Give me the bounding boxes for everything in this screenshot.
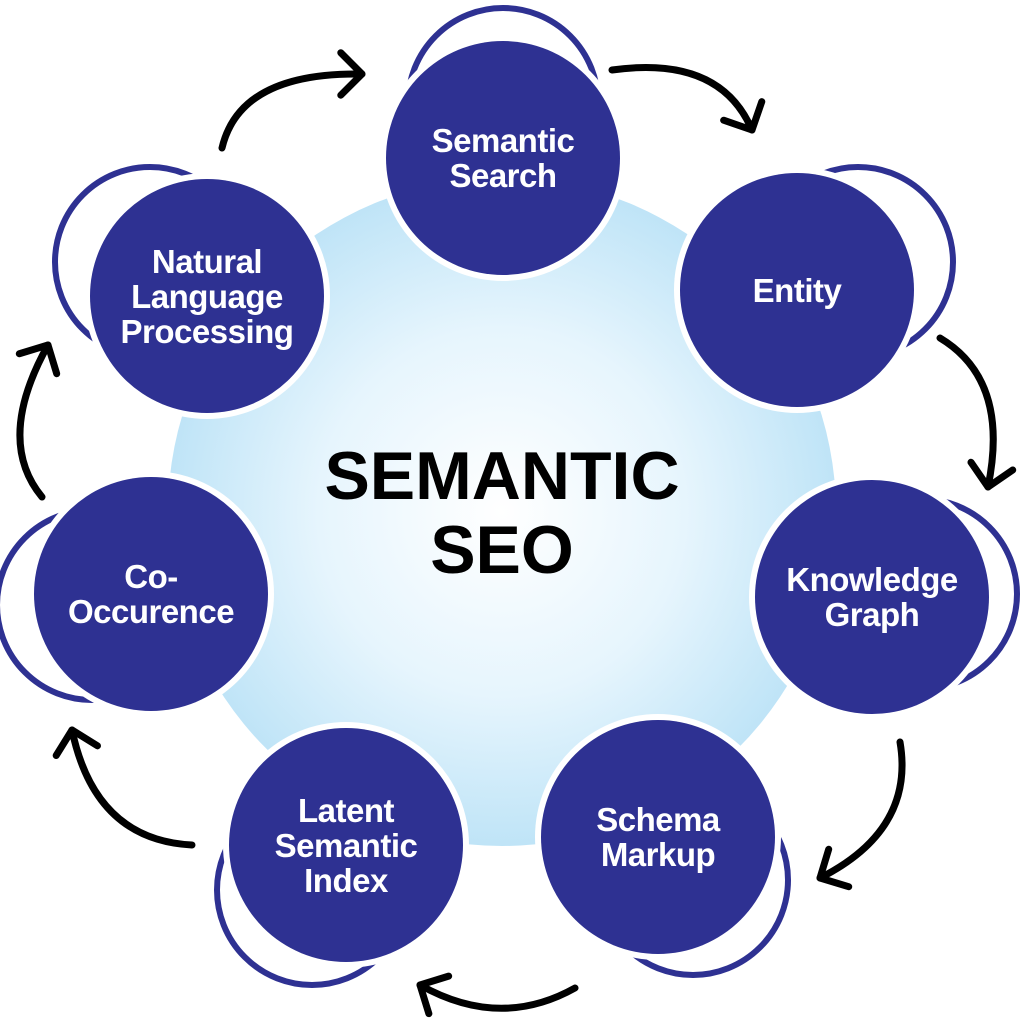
cycle-arrowhead-6 [15,341,61,378]
node-label-entity: Entity [752,271,842,309]
cycle-arrow-7 [218,70,366,152]
cycle-arrowhead-3 [816,845,853,891]
node-label-knowledge-graph: Knowledge Graph [786,561,958,633]
cycle-arrowhead-1 [720,98,766,134]
cycle-arrow-6 [16,341,52,501]
node-circle-schema-markup [541,720,775,954]
node-label-natural-language-processing: Natural Language Processing [120,242,294,350]
cycle-arrow-1 [608,64,756,134]
node-circle-co-occurence [34,477,268,711]
cycle-arrows [15,49,1017,1018]
node-circle-latent-semantic-index [229,728,463,962]
center-title: SEMANTIC SEO [324,438,680,588]
node-circle-semantic-search [386,41,620,275]
cycle-arrowhead-2 [967,458,1017,491]
cycle-arrowhead-7 [337,49,366,99]
center-glow-circle [168,178,836,846]
cycle-arrow-5 [68,726,196,849]
cycle-arrowhead-4 [416,972,453,1018]
cycle-arrow-2 [936,334,997,491]
node-label-co-occurence: Co- Occurence [67,558,235,630]
node-circle-natural-language-processing [90,179,324,413]
node-label-semantic-search: Semantic Search [431,122,575,194]
cycle-arrow-4 [416,981,579,1012]
node-circle-entity [680,173,914,407]
node-label-schema-markup: Schema Markup [596,801,720,873]
node-label-latent-semantic-index: Latent Semantic Index [274,791,418,899]
node-circle-knowledge-graph [755,480,989,714]
cycle-arrowhead-5 [52,726,101,759]
node-circles [0,5,1020,988]
cycle-arrow-3 [816,738,906,882]
